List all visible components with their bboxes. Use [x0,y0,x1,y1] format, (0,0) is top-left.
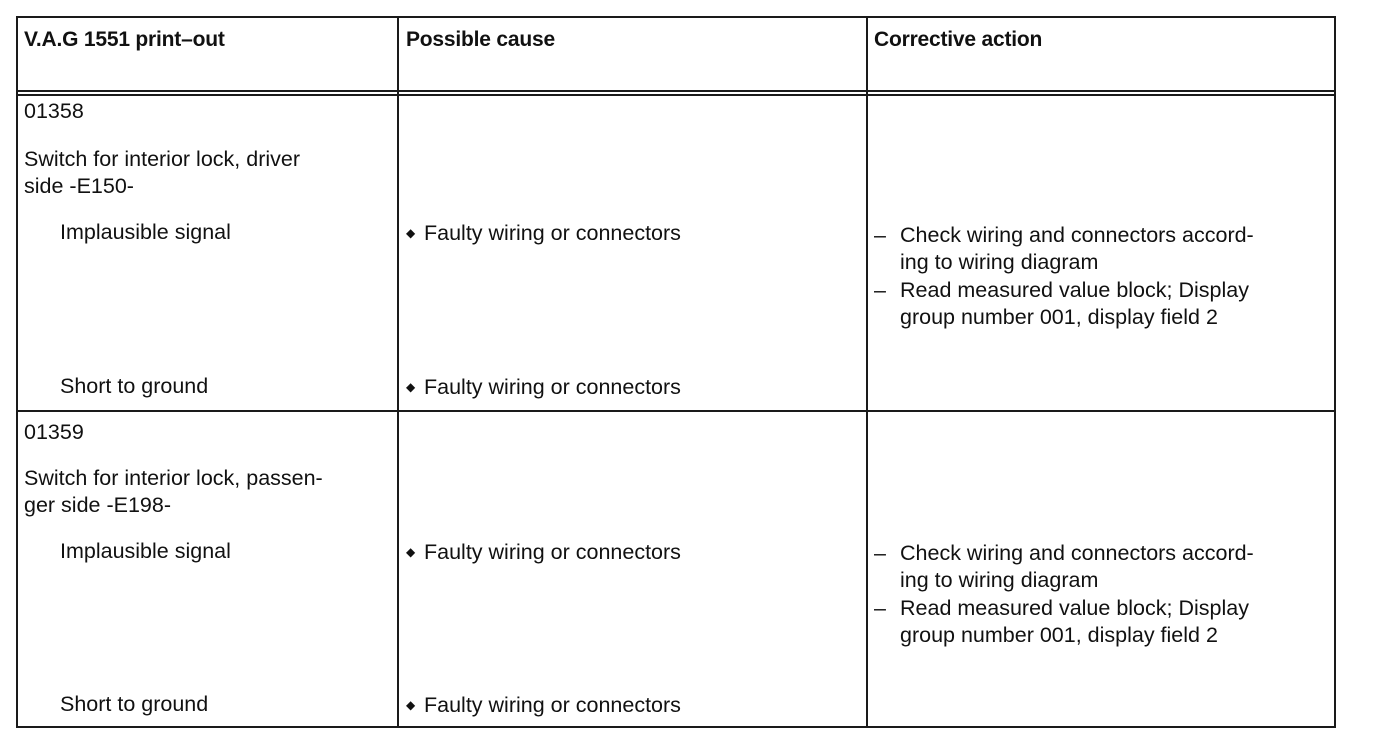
fault-type: Implausible signal [60,220,231,244]
dash-marker: – [874,596,886,620]
corrective-action-item: –Read measured value block; Display grou… [874,277,1249,331]
fault-code: 01359 [24,420,84,444]
fault-code: 01358 [24,99,84,123]
action-line: ing to wiring diagram [900,250,1099,274]
component-name-line: side -E150- [24,174,134,198]
row-divider [18,410,1334,412]
action-line: ing to wiring diagram [900,568,1099,592]
possible-cause: Faulty wiring or connectors [406,374,681,401]
action-line: group number 001, display field 2 [900,623,1218,647]
possible-cause: Faulty wiring or connectors [406,692,681,719]
header-corrective-action: Corrective action [874,28,1043,51]
header-divider [18,90,1334,96]
fault-table: V.A.G 1551 print–out Possible cause Corr… [16,16,1336,728]
possible-cause: Faulty wiring or connectors [406,539,681,566]
possible-cause: Faulty wiring or connectors [406,220,681,247]
action-line: group number 001, display field 2 [900,305,1218,329]
action-line: Check wiring and connectors accord- [900,541,1254,565]
fault-type: Short to ground [60,374,209,398]
fault-type: Short to ground [60,692,209,716]
header-possible-cause: Possible cause [406,28,555,51]
action-line: Read measured value block; Display [900,596,1249,620]
corrective-action-item: –Check wiring and connectors accord- ing… [874,222,1254,276]
dash-marker: – [874,278,886,302]
fault-type: Implausible signal [60,539,231,563]
action-line: Read measured value block; Display [900,278,1249,302]
corrective-action-item: –Check wiring and connectors accord- ing… [874,540,1254,594]
dash-marker: – [874,541,886,565]
header-printout: V.A.G 1551 print–out [24,28,225,51]
component-name-line: Switch for interior lock, passen- [24,466,323,490]
component-name-line: Switch for interior lock, driver [24,147,300,171]
component-name-line: ger side -E198- [24,493,171,517]
column-divider [866,18,868,726]
action-line: Check wiring and connectors accord- [900,223,1254,247]
dash-marker: – [874,223,886,247]
column-divider [397,18,399,726]
corrective-action-item: –Read measured value block; Display grou… [874,595,1249,649]
